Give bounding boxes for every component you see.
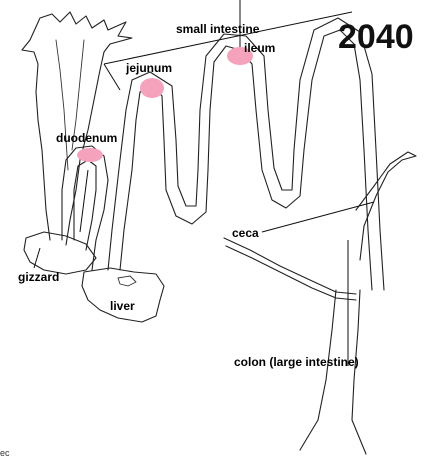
corner-text: ec bbox=[0, 448, 10, 458]
label-ceca: ceca bbox=[232, 226, 259, 240]
small-intestine-pointer-left bbox=[104, 64, 120, 90]
liver-inner bbox=[118, 276, 136, 286]
duodenum-marker bbox=[77, 148, 103, 162]
esophagus-inner bbox=[56, 40, 84, 170]
label-colon: colon (large intestine) bbox=[234, 355, 359, 369]
duodenum-loop bbox=[62, 146, 108, 270]
ceca-pointer bbox=[262, 202, 374, 232]
jejunum-marker bbox=[140, 78, 164, 98]
label-jejunum: jejunum bbox=[125, 61, 172, 75]
label-liver: liver bbox=[110, 299, 135, 313]
label-ileum: ileum bbox=[244, 41, 275, 55]
gizzard-pointer bbox=[34, 248, 40, 268]
label-duodenum: duodenum bbox=[56, 131, 117, 145]
duodenum-pointer bbox=[80, 170, 88, 232]
liver-shape bbox=[82, 268, 164, 322]
colon-tube bbox=[300, 290, 366, 454]
year-label: 2040 bbox=[338, 18, 414, 56]
head-outline bbox=[22, 12, 132, 245]
label-small-intestine: small intestine bbox=[176, 22, 260, 36]
gizzard-shape bbox=[24, 232, 96, 274]
label-gizzard: gizzard bbox=[18, 270, 59, 284]
